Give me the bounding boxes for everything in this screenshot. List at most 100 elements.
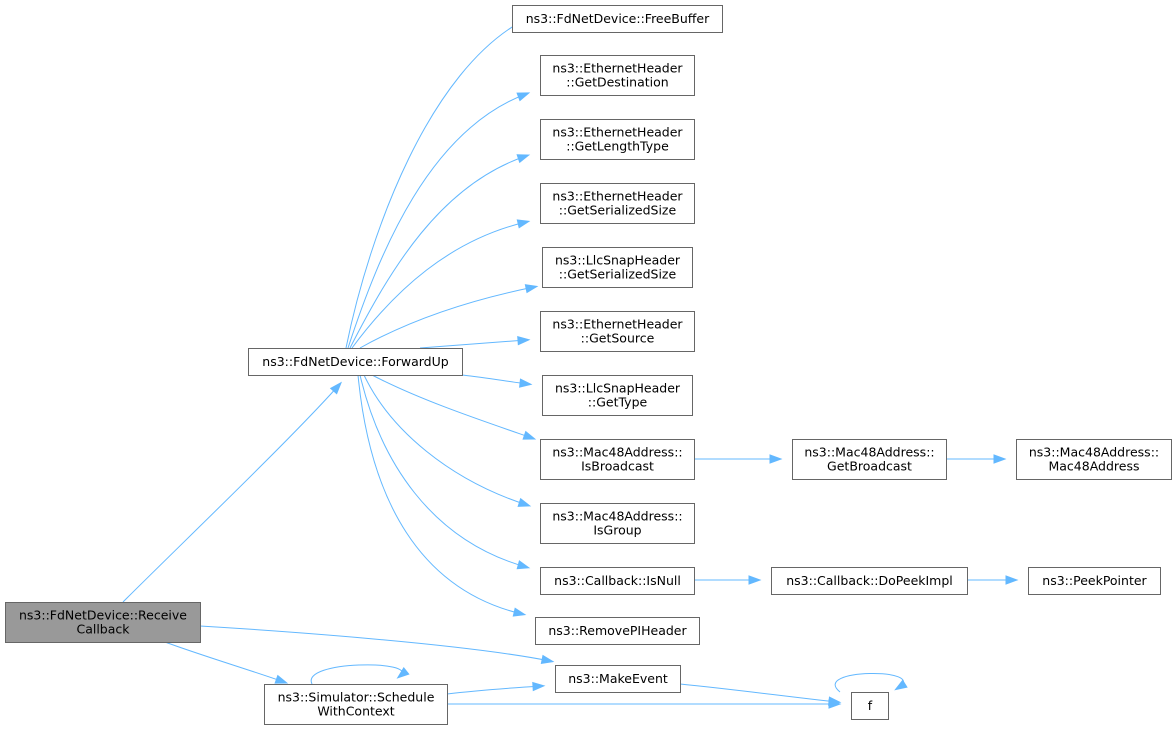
node-isnull[interactable]: ns3::Callback::IsNull (540, 567, 695, 595)
edge-line (349, 155, 527, 349)
edge-line (446, 685, 542, 695)
node-box (540, 119, 695, 160)
arrowhead (828, 696, 842, 706)
node-box (264, 684, 448, 725)
edge-dopeek-to-peekptr (967, 575, 1019, 585)
edge-forwardup-to-getdest (347, 92, 531, 349)
node-forwardup[interactable]: ns3::FdNetDevice::ForwardUp (248, 348, 463, 376)
node-gettype[interactable]: ns3::LlcSnapHeader::GetType (542, 375, 693, 416)
edge-schedule-to-f (446, 699, 842, 709)
edge-line (347, 93, 527, 349)
edge-forwardup-to-isgroup (363, 374, 532, 507)
node-box (555, 665, 681, 693)
node-label-line: ns3::FdNetDevice::FreeBuffer (526, 11, 710, 26)
edge-forwardup-to-removepi (357, 374, 527, 617)
node-box (535, 617, 700, 645)
edge-line (359, 374, 527, 568)
edge-forwardup-to-freebuffer (345, 17, 528, 349)
edge-isnull-to-dopeek (694, 575, 762, 585)
node-label-line: f (868, 698, 873, 713)
arrowhead (516, 219, 531, 229)
edge-forwardup-to-llcsersize (359, 284, 539, 349)
node-getlentype[interactable]: ns3::EthernetHeader::GetLengthType (540, 119, 695, 160)
node-label-line: ::GetLengthType (566, 139, 669, 154)
node-getdest[interactable]: ns3::EthernetHeader::GetDestination (540, 55, 695, 96)
node-label-line: ::GetType (588, 395, 648, 410)
node-label-line: Callback (76, 622, 130, 637)
node-label-line: IsGroup (593, 523, 641, 538)
edge-receive-to-schedule (164, 641, 289, 684)
node-label-line: IsBroadcast (581, 459, 654, 474)
node-getsource[interactable]: ns3::EthernetHeader::GetSource (540, 311, 695, 352)
arrowhead (769, 454, 783, 464)
edge-line (164, 641, 285, 683)
arrowhead (512, 607, 527, 617)
node-box (248, 348, 463, 376)
node-isbroadcast[interactable]: ns3::Mac48Address::IsBroadcast (540, 439, 695, 480)
arrowhead (894, 679, 908, 691)
node-label-line: ns3::Mac48Address:: (552, 445, 682, 460)
edge-forwardup-to-gettype (461, 374, 533, 388)
node-label-line: ns3::Callback::IsNull (554, 573, 681, 588)
node-label-line: ns3::RemovePIHeader (548, 623, 687, 638)
edge-line (419, 339, 527, 349)
node-layer: ns3::FdNetDevice::ReceiveCallbackns3::Fd… (5, 5, 1172, 725)
arrowhead (522, 430, 537, 440)
node-label-line: ns3::Mac48Address:: (1029, 445, 1159, 460)
arrowhead (1005, 575, 1019, 585)
edge-makeevent-to-f (679, 683, 842, 706)
edge-line (679, 683, 838, 703)
arrowhead (524, 284, 539, 294)
node-label-line: ns3::EthernetHeader (552, 189, 683, 204)
node-label-line: GetBroadcast (827, 459, 912, 474)
node-dopeek[interactable]: ns3::Callback::DoPeekImpl (771, 567, 968, 595)
node-box (540, 439, 695, 480)
node-box (1016, 439, 1172, 480)
node-getbcast[interactable]: ns3::Mac48Address::GetBroadcast (792, 439, 947, 480)
edge-f-to-f (834, 672, 908, 693)
edge-schedule-to-schedule (310, 664, 410, 685)
node-label-line: Mac48Address (1048, 459, 1139, 474)
node-ethsersize[interactable]: ns3::EthernetHeader::GetSerializedSize (540, 183, 695, 224)
edge-line (351, 221, 527, 349)
node-makeevent[interactable]: ns3::MakeEvent (555, 665, 681, 693)
node-label-line: ns3::FdNetDevice::Receive (19, 608, 187, 623)
node-llcsersize[interactable]: ns3::LlcSnapHeader::GetSerializedSize (542, 247, 693, 288)
arrowhead (274, 674, 289, 684)
node-mac48ctor[interactable]: ns3::Mac48Address::Mac48Address (1016, 439, 1172, 480)
node-label-line: ns3::LlcSnapHeader (555, 381, 681, 396)
edge-schedule-to-makeevent (446, 681, 546, 695)
node-box (1028, 567, 1161, 595)
node-box (542, 375, 693, 416)
edge-forwardup-to-getsource (419, 335, 531, 349)
node-freebuffer[interactable]: ns3::FdNetDevice::FreeBuffer (512, 5, 723, 33)
node-label-line: ns3::Mac48Address:: (552, 509, 682, 524)
arrowhead (516, 560, 531, 570)
edge-line (461, 374, 529, 385)
node-label-line: ns3::LlcSnapHeader (555, 253, 681, 268)
node-peekptr[interactable]: ns3::PeekPointer (1028, 567, 1161, 595)
node-label-line: ns3::EthernetHeader (552, 317, 683, 332)
node-label-line: ns3::Simulator::Schedule (278, 690, 435, 705)
node-removepi[interactable]: ns3::RemovePIHeader (535, 617, 700, 645)
node-label-line: ns3::EthernetHeader (552, 61, 683, 76)
arrowhead (519, 378, 533, 388)
node-isgroup[interactable]: ns3::Mac48Address::IsGroup (540, 503, 695, 544)
edge-line (359, 286, 535, 349)
edge-forwardup-to-isbroadcast (371, 374, 537, 440)
arrowhead (329, 381, 342, 395)
arrowhead (993, 454, 1007, 464)
edge-line (363, 374, 528, 506)
node-label-line: ns3::PeekPointer (1042, 573, 1147, 588)
node-label-line: ns3::Callback::DoPeekImpl (786, 573, 953, 588)
edge-line (345, 19, 525, 349)
arrowhead (516, 92, 531, 102)
node-box (512, 5, 723, 33)
node-box (540, 567, 695, 595)
node-box (542, 247, 693, 288)
node-f[interactable]: f (851, 692, 889, 720)
node-label-line: ::GetSerializedSize (559, 267, 677, 282)
node-label-line: ns3::FdNetDevice::ForwardUp (262, 354, 448, 369)
